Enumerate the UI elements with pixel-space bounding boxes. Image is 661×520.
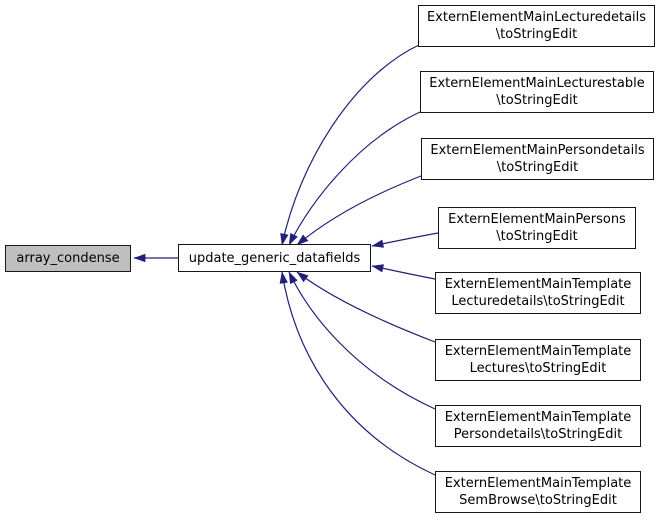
node-extern-element-main-template-persondetails[interactable]: ExternElementMainTemplate Persondetails\… [435, 405, 641, 447]
node-extern-element-main-lecturestable[interactable]: ExternElementMainLecturestable \toString… [420, 71, 654, 113]
edge-lecturestable-to-update [288, 111, 421, 246]
node-extern-element-main-template-lecturedetails[interactable]: ExternElementMainTemplate Lecturedetails… [435, 272, 641, 314]
edge-template-lectures-to-update [296, 271, 436, 343]
edge-template-sembrowse-to-update [279, 271, 436, 476]
node-extern-element-main-persons[interactable]: ExternElementMainPersons \toStringEdit [438, 207, 636, 249]
edge-template-lecturedetails-to-update [371, 264, 436, 280]
node-extern-element-main-template-lectures[interactable]: ExternElementMainTemplate Lectures\toStr… [435, 339, 641, 381]
node-extern-element-main-template-sembrowse[interactable]: ExternElementMainTemplate SemBrowse\toSt… [435, 471, 641, 513]
node-extern-element-main-persondetails[interactable]: ExternElementMainPersondetails \toString… [421, 138, 654, 180]
edge-template-persondetails-to-update [288, 271, 436, 410]
edge-persondetails-to-update [296, 175, 422, 246]
node-update-generic-datafields[interactable]: update_generic_datafields [178, 244, 371, 272]
edge-persons-to-update [371, 232, 439, 248]
node-extern-element-main-lecturedetails[interactable]: ExternElementMainLecturedetails \toStrin… [418, 5, 655, 47]
edge-lecturedetails-to-update [280, 44, 420, 246]
node-array-condense: array_condense [5, 245, 131, 272]
